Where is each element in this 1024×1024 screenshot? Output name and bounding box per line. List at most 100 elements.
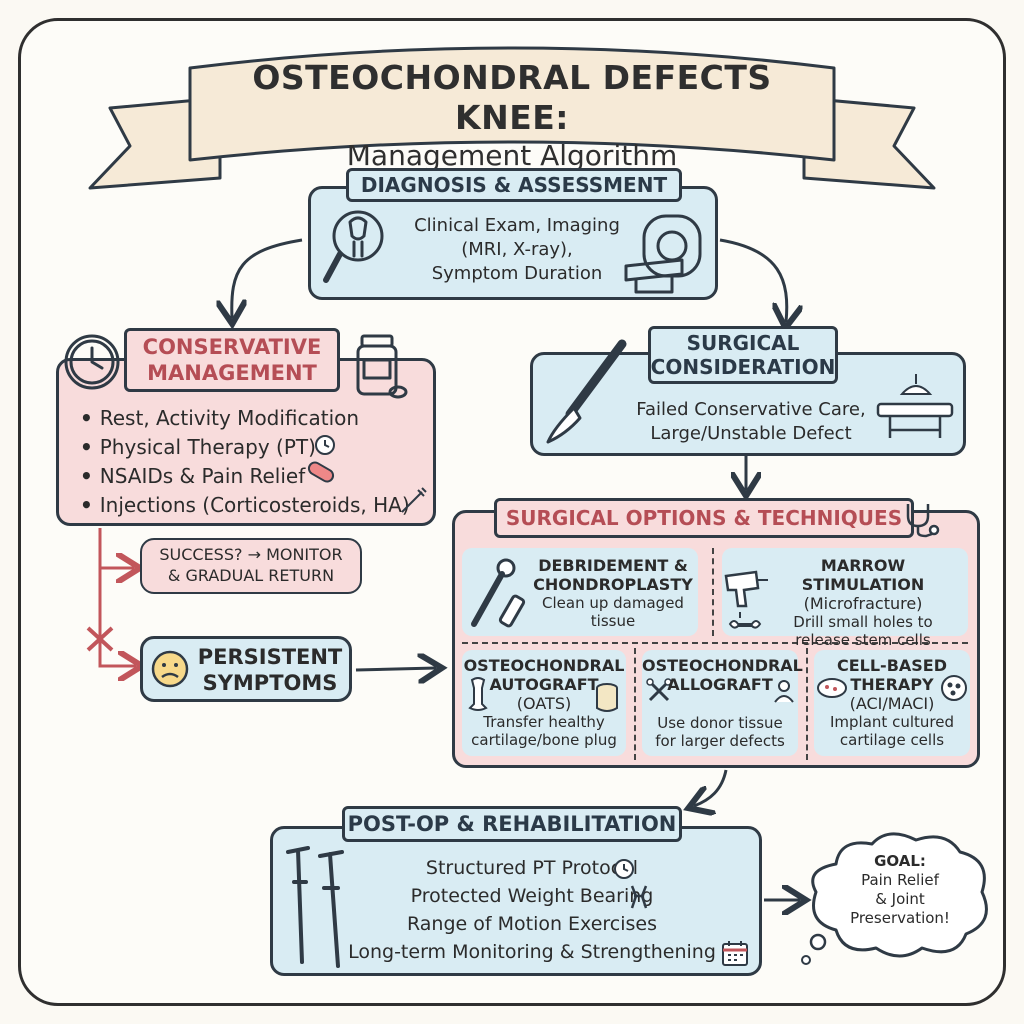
option-desc: tissue <box>590 612 636 630</box>
option-allograft <box>642 650 798 756</box>
surgical-consideration-line: Large/Unstable Defect <box>650 423 852 444</box>
persistent-line: PERSISTENT <box>197 645 343 669</box>
knee-brace-icon <box>630 885 648 909</box>
goal-line: Pain Relief <box>861 871 939 889</box>
option-title: CHONDROPLASTY <box>533 575 693 594</box>
options-row-divider <box>462 642 968 644</box>
title-line-1: OSTEOCHONDRAL DEFECTS KNEE: <box>252 58 772 137</box>
calendar-icon <box>722 941 748 966</box>
option-allograft-text: OSTEOCHONDRAL ALLOGRAFT Use donor tissue… <box>642 656 803 750</box>
conservative-header-line: MANAGEMENT <box>147 361 317 385</box>
postop-line: Protected Weight Bearing <box>410 885 654 907</box>
magnifier-knee-icon <box>323 210 384 283</box>
list-item: Rest, Activity Modification <box>80 404 430 433</box>
success-text: SUCCESS? → MONITOR & GRADUAL RETURN <box>140 544 362 586</box>
title-line-2: Management Algorithm <box>346 139 678 172</box>
surgical-options-header: SURGICAL OPTIONS & TECHNIQUES <box>494 498 914 538</box>
crutches-icon <box>286 846 344 968</box>
option-autograft-text: OSTEOCHONDRAL AUTOGRAFT (OATS) Transfer … <box>462 656 626 749</box>
option-debridement-text: DEBRIDEMENT & CHONDROPLASTY Clean up dam… <box>530 556 696 630</box>
scalpel-icon <box>546 339 627 444</box>
donor-person-icon <box>774 680 794 703</box>
list-item: NSAIDs & Pain Relief <box>80 462 430 491</box>
options-col-divider <box>806 648 808 760</box>
goal-bubble <box>801 832 988 965</box>
option-desc: release stem cells <box>795 631 931 649</box>
surgical-consideration-header: SURGICAL CONSIDERATION <box>648 326 838 384</box>
title-ribbon <box>88 46 936 190</box>
surgical-consideration-line: Failed Conservative Care, <box>636 399 866 420</box>
goal-line: & Joint <box>875 890 925 908</box>
list-item: Physical Therapy (PT) <box>80 433 430 462</box>
stethoscope-icon <box>906 504 940 538</box>
conservative-list: Rest, Activity Modification Physical The… <box>80 404 430 520</box>
surgical-consideration-header-line: SURGICAL <box>686 331 800 355</box>
option-desc: Implant cultured <box>830 713 954 731</box>
option-title: (ACI/MACI) <box>849 694 935 713</box>
option-marrow-text: MARROW STIMULATION (Microfracture) Drill… <box>760 556 966 649</box>
option-title: ALLOGRAFT <box>667 675 773 694</box>
stopwatch-icon <box>315 435 335 455</box>
success-line: & GRADUAL RETURN <box>167 566 335 585</box>
option-title: (OATS) <box>516 694 572 713</box>
option-title: MARROW STIMULATION <box>801 556 925 594</box>
option-desc: cartilage/bone plug <box>471 731 617 749</box>
surgical-consideration-text: Failed Conservative Care, Large/Unstable… <box>606 398 896 446</box>
goal-line: GOAL: <box>874 852 926 870</box>
option-title: DEBRIDEMENT & <box>538 556 688 575</box>
postop-line: Range of Motion Exercises <box>406 913 658 935</box>
option-title: OSTEOCHONDRAL <box>642 656 803 675</box>
option-cell-based <box>814 650 970 756</box>
option-desc: Clean up damaged <box>542 594 684 612</box>
option-title: THERAPY <box>850 675 934 694</box>
goal-text: GOAL: Pain Relief & Joint Preservation! <box>830 852 970 928</box>
drill-bone-icon <box>724 570 768 629</box>
option-title: CELL-BASED <box>836 656 947 675</box>
option-desc: Use donor tissue <box>657 714 783 732</box>
clock-icon <box>64 334 120 390</box>
option-title: (Microfracture) <box>803 594 923 613</box>
diagnosis-line: Symptom Duration <box>431 263 603 284</box>
arthroscopy-tools-icon <box>471 558 526 628</box>
conservative-header-line: CONSERVATIVE <box>142 335 322 359</box>
crossed-bones-icon <box>646 678 672 702</box>
list-item: Injections (Corticosteroids, HA) <box>80 491 430 520</box>
diagnosis-header: DIAGNOSIS & ASSESSMENT <box>346 168 682 202</box>
postop-box <box>270 826 762 976</box>
surgical-consideration-header-line: CONSIDERATION <box>650 355 836 379</box>
syringe-icon <box>401 487 427 513</box>
petri-dish-icon <box>817 678 847 698</box>
option-desc: Drill small holes to <box>793 613 933 631</box>
postop-header: POST-OP & REHABILITATION <box>342 806 682 842</box>
option-desc: cartilage cells <box>839 731 945 749</box>
stopwatch-icon <box>614 859 634 879</box>
success-box <box>140 538 362 594</box>
cells-icon <box>941 675 967 701</box>
option-desc: for larger defects <box>655 732 785 750</box>
diagnosis-line: (MRI, X-ray), <box>461 239 573 260</box>
options-col-divider <box>634 648 636 760</box>
postop-text: Structured PT Protocol Protected Weight … <box>340 854 724 966</box>
persistent-text: PERSISTENT SYMPTOMS <box>192 644 348 696</box>
persistent-line: SYMPTOMS <box>202 671 338 695</box>
success-line: SUCCESS? → MONITOR <box>159 545 343 564</box>
conservative-header: CONSERVATIVE MANAGEMENT <box>124 328 340 392</box>
diagnosis-text: Clinical Exam, Imaging (MRI, X-ray), Sym… <box>392 214 642 286</box>
goal-line: Preservation! <box>850 909 950 927</box>
postop-line: Structured PT Protocol <box>425 857 639 879</box>
capsule-icon <box>307 461 335 483</box>
diagnosis-line: Clinical Exam, Imaging <box>414 215 620 236</box>
pill-bottle-icon <box>356 334 408 399</box>
diagnosis-box <box>308 186 718 300</box>
option-desc: Transfer healthy <box>483 713 605 731</box>
option-cell-based-text: CELL-BASED THERAPY (ACI/MACI) Implant cu… <box>814 656 970 749</box>
surgical-options-header-text: SURGICAL OPTIONS & TECHNIQUES <box>505 506 903 530</box>
postop-line: Long-term Monitoring & Strengthening <box>348 941 716 963</box>
option-title: AUTOGRAFT <box>489 675 599 694</box>
mri-scanner-icon <box>624 214 702 294</box>
operating-table-icon <box>876 374 954 438</box>
option-title: OSTEOCHONDRAL <box>463 656 625 675</box>
option-marrow-stimulation <box>722 548 968 636</box>
bone-plug-icon <box>468 677 488 711</box>
